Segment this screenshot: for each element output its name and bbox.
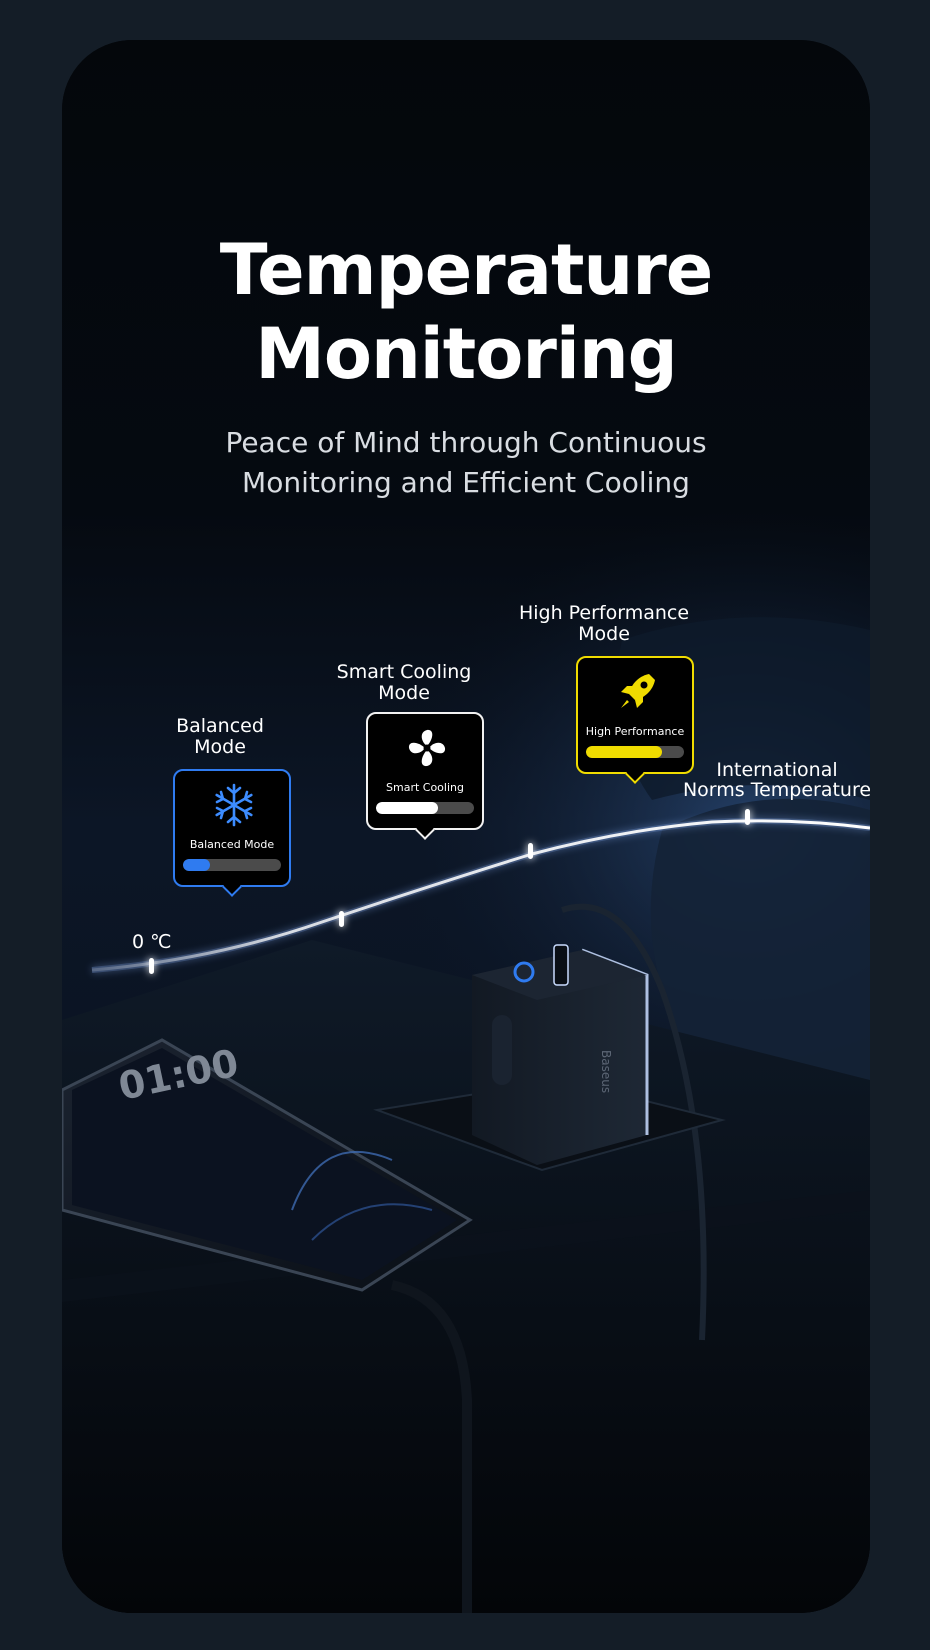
scene-background: 01:00 Baseus xyxy=(62,40,870,1613)
page-title: Temperature Monitoring xyxy=(62,228,870,396)
curve-tick-end xyxy=(745,809,750,825)
balanced-mode-card[interactable]: Balanced Mode xyxy=(173,769,291,897)
svg-text:Baseus: Baseus xyxy=(599,1050,613,1093)
high-performance-mode-level-bar xyxy=(586,746,684,758)
high-performance-mode-card[interactable]: High Performance xyxy=(576,656,694,784)
product-card: 01:00 Baseus Temperature Monitoring Peac… xyxy=(62,40,870,1613)
page-subtitle-line2: Monitoring and Efficient Cooling xyxy=(242,466,690,499)
phone-illustration: 01:00 xyxy=(62,1038,473,1292)
page-title-line1: Temperature xyxy=(219,229,714,311)
balanced-mode-level-fill xyxy=(183,859,211,871)
snowflake-icon xyxy=(215,783,253,827)
curve-tick-smart xyxy=(528,843,533,859)
page-title-line2: Monitoring xyxy=(255,313,678,395)
curve-tick-start xyxy=(149,958,154,974)
smart-cooling-mode-card[interactable]: Smart Cooling xyxy=(366,712,484,840)
charger-illustration: Baseus xyxy=(472,944,649,1165)
page-subtitle-line1: Peace of Mind through Continuous xyxy=(225,426,707,459)
high-performance-mode-level-fill xyxy=(586,746,663,758)
balanced-mode-level-bar xyxy=(183,859,281,871)
rocket-icon xyxy=(621,674,655,708)
smart-cooling-mode-level-fill xyxy=(376,802,438,814)
curve-tick-balanced xyxy=(339,911,344,927)
smart-cooling-mode-label: Smart Cooling Mode xyxy=(336,661,472,704)
balanced-mode-label: Balanced Mode xyxy=(176,715,264,758)
high-performance-mode-card-text: High Performance xyxy=(585,725,685,738)
balanced-mode-card-text: Balanced Mode xyxy=(189,838,275,851)
smart-cooling-mode-level-bar xyxy=(376,802,474,814)
temperature-start-label: 0 ℃ xyxy=(132,931,172,953)
high-performance-mode-label: High Performance Mode xyxy=(518,602,690,645)
smart-cooling-mode-card-text: Smart Cooling xyxy=(386,781,464,794)
temperature-curve xyxy=(91,809,870,974)
fan-icon xyxy=(408,729,446,767)
page-subtitle: Peace of Mind through Continuous Monitor… xyxy=(62,423,870,503)
temperature-end-label: International Norms Temperature xyxy=(682,759,870,801)
